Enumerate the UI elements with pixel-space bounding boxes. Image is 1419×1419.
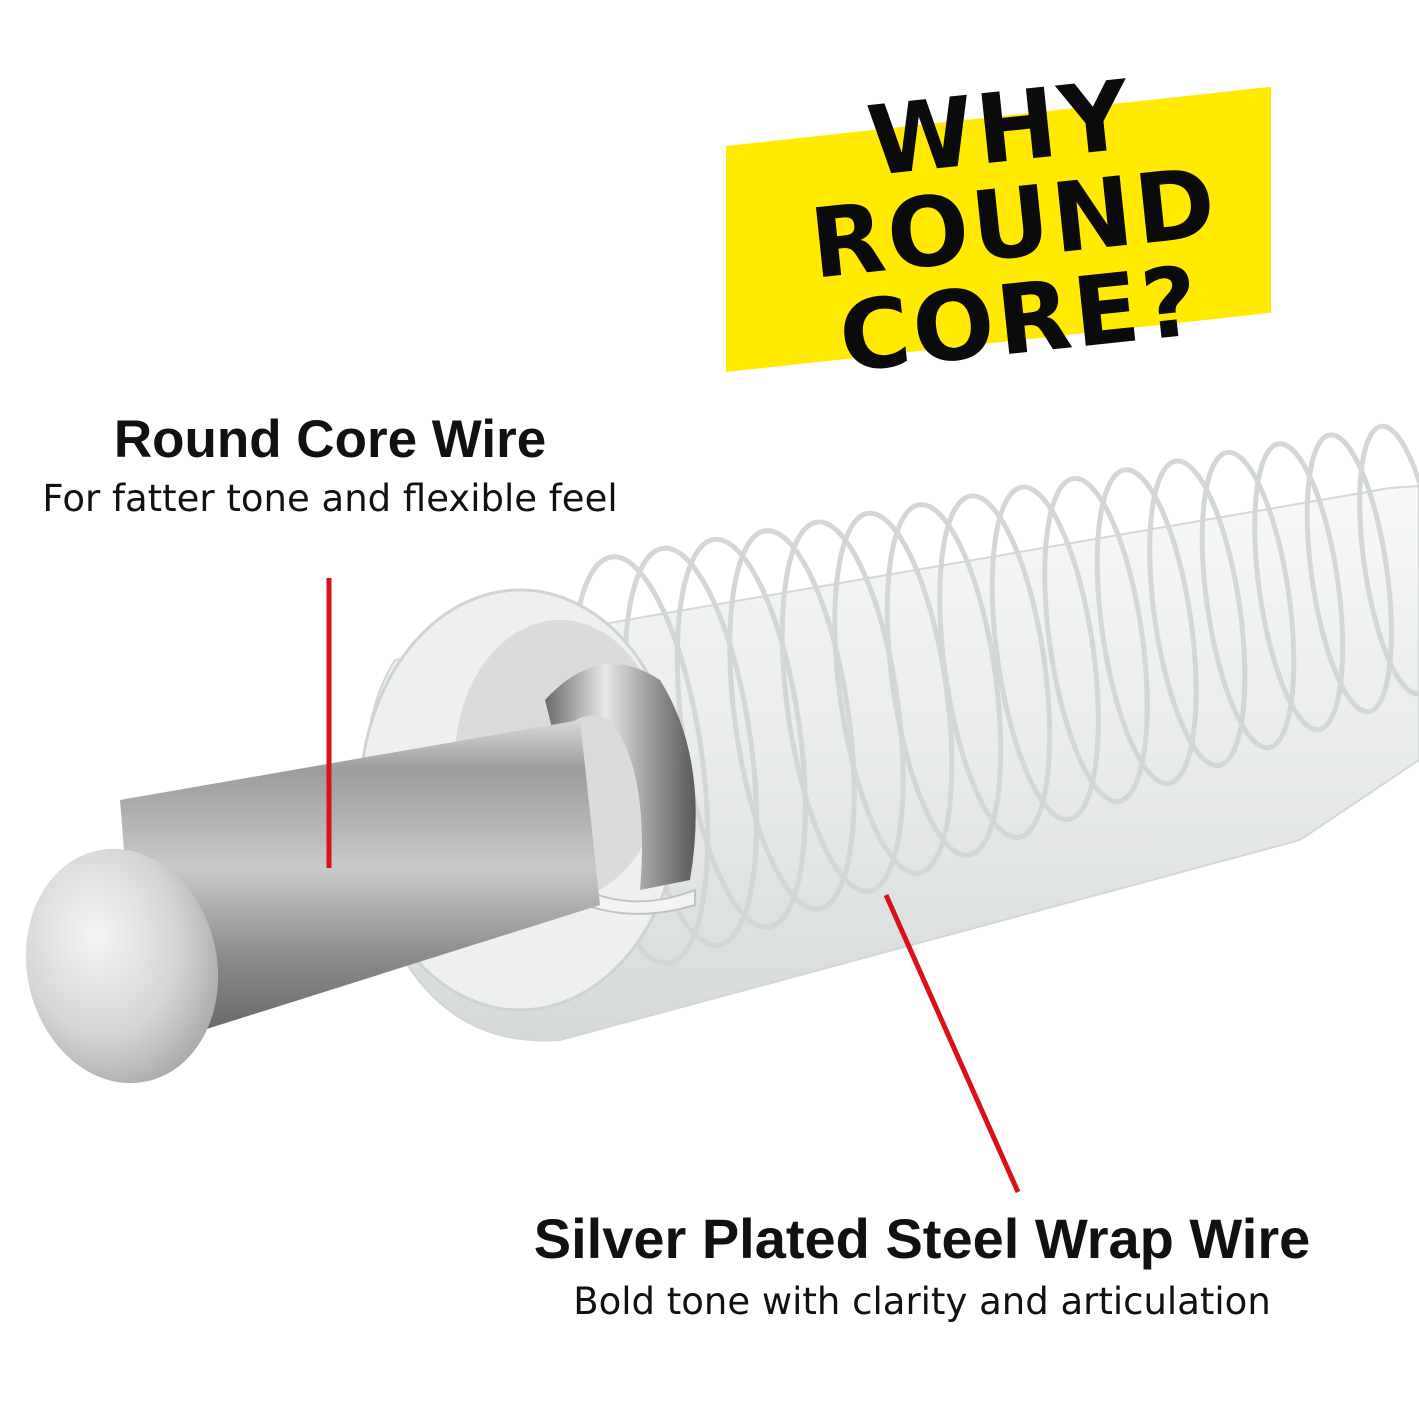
core-wire-subtext: For fatter tone and flexible feel [42,477,618,520]
headline: WHY ROUND CORE? [796,59,1224,394]
core-wire-body [120,720,600,1050]
coil-ridge [1147,458,1248,769]
coil-ridge [989,484,1101,823]
coil-ridge [937,493,1053,840]
coil-ridge [1199,449,1297,751]
wrap-pointer-line [883,893,1021,1194]
coil-ridge [779,519,906,894]
wrap-wire-callout: Silver Plated Steel Wrap Wire Bold tone … [460,1206,1384,1332]
coil-ridge [1252,441,1346,733]
wrap-winding-end [545,664,696,890]
core-wire-callout: Round Core Wire For fatter tone and flex… [0,408,660,526]
coil-ridge [884,502,1004,858]
core-wire-end-cap [25,848,219,1084]
wrap-wire-subtext: Bold tone with clarity and articulation [573,1280,1271,1323]
core-wire-heading: Round Core Wire [113,410,547,469]
coil-ridge [1304,432,1394,715]
coil-ridge [727,528,857,912]
coil-ridge [1042,475,1150,805]
wrap-wire-heading: Silver Plated Steel Wrap Wire [533,1207,1311,1270]
coil-ridge [1094,467,1199,787]
wrap-winding-tail [570,883,696,915]
